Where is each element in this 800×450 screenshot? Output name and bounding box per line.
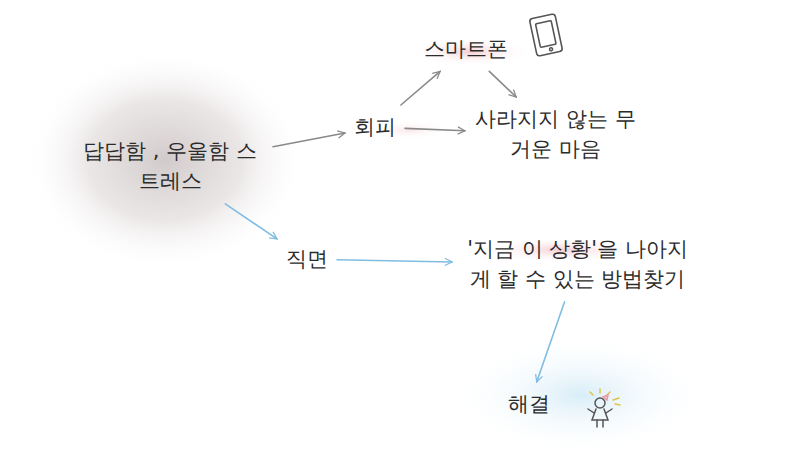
node-text: '지금 이 상황'을 나아지게 할 수 있는 방법찾기 [461, 234, 694, 295]
arrow-connector [489, 71, 516, 97]
arrow-connector [337, 260, 452, 262]
text-node: 사라지지 않는 무거운 마음 [468, 100, 643, 169]
text-node: 회피 [348, 108, 402, 146]
arrow-connector [225, 204, 277, 239]
blue-glow [450, 335, 710, 450]
text-node: 직면 [280, 240, 334, 278]
text-node: '지금 이 상황'을 나아지게 할 수 있는 방법찾기 [455, 230, 700, 299]
grey-smudge [25, 50, 305, 270]
text-node: 스마트폰 [418, 30, 514, 68]
text-node: 답답함 , 우울함 스트레스 [70, 132, 270, 201]
arrow-connector [537, 302, 565, 382]
arrow-connector [401, 71, 440, 105]
node-text: 회피 [354, 112, 396, 142]
phone-icon [529, 14, 562, 57]
arrow-connector [405, 128, 465, 130]
node-text: 스마트폰 [424, 34, 508, 64]
node-text: 해결 [508, 389, 550, 419]
arrow-connector [273, 133, 345, 147]
node-text: 직면 [286, 244, 328, 274]
node-text: 답답함 , 우울함 스트레스 [76, 136, 264, 197]
happy-figure [588, 389, 620, 427]
node-text: 사라지지 않는 무거운 마음 [474, 104, 637, 165]
text-node: 해결 [502, 385, 556, 423]
